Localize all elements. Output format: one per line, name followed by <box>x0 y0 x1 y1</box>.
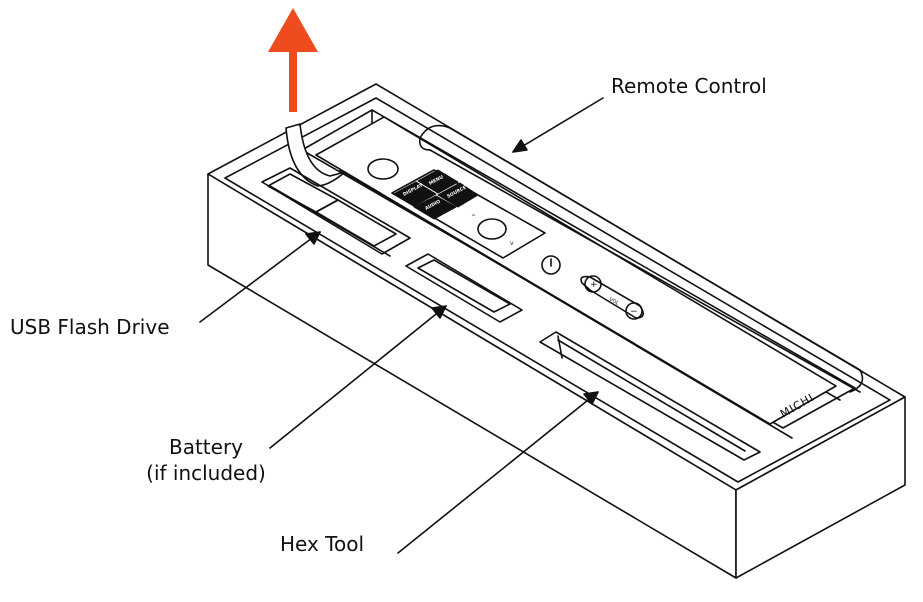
foam-tray-rim <box>224 97 891 483</box>
remote-control-label: Remote Control <box>611 74 767 98</box>
usb-cavity <box>261 167 411 255</box>
battery <box>417 259 511 313</box>
battery-cavity <box>405 253 523 323</box>
leader-battery <box>269 305 447 449</box>
battery-label: Battery (if included) <box>143 434 269 486</box>
vol-minus-button <box>625 302 643 320</box>
vol-label: VOL <box>608 297 620 307</box>
up-arrow-icon <box>268 8 318 112</box>
nav-down-label: v <box>510 240 514 247</box>
nav-dial <box>477 218 507 240</box>
pull-strap <box>285 123 346 187</box>
battery-label-line2: (if included) <box>146 461 266 485</box>
leader-remote <box>512 97 604 153</box>
leader-hex <box>397 391 599 554</box>
vol-plus-label: + <box>590 280 598 290</box>
keypad-block <box>391 169 546 259</box>
menu-button <box>417 169 459 194</box>
hex-tool-label: Hex Tool <box>280 532 365 556</box>
display-button <box>393 181 437 207</box>
nav-up-label: ^ <box>471 214 476 221</box>
battery-label-line1: Battery <box>168 435 244 459</box>
power-icon <box>541 255 561 275</box>
vol-minus-label: − <box>630 307 638 317</box>
source-button <box>437 182 479 208</box>
hex-tool <box>557 339 746 452</box>
vol-plus-button <box>584 275 602 293</box>
box-right-face <box>735 396 906 579</box>
hex-tool-cavity <box>539 331 761 461</box>
leader-usb <box>199 231 321 323</box>
usb-flash-drive-label: USB Flash Drive <box>10 315 170 339</box>
remote-top-button <box>367 158 399 180</box>
audio-button <box>413 195 457 220</box>
remote-cylinder <box>419 124 864 393</box>
